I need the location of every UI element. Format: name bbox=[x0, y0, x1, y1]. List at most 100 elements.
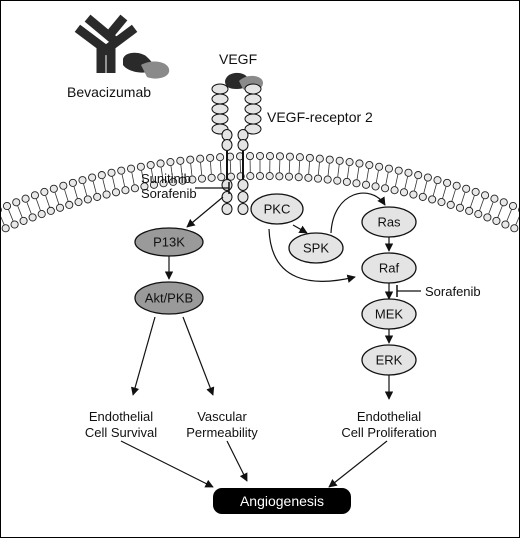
lipid-tail bbox=[347, 165, 350, 178]
lipid-head-inner bbox=[304, 173, 313, 182]
pkc-ellipse bbox=[250, 193, 304, 225]
lipid-head-inner bbox=[130, 184, 139, 193]
lipid-head-inner bbox=[465, 206, 474, 215]
lipid-tail bbox=[1, 216, 5, 225]
permeability-label-line1: Vascular bbox=[197, 409, 247, 424]
lipid-tail bbox=[200, 162, 203, 175]
lipid-head-outer bbox=[345, 158, 354, 167]
sunitinib-label: Sunitinib bbox=[141, 171, 191, 186]
ras-label: Ras bbox=[377, 215, 401, 230]
vegf-label: VEGF bbox=[219, 51, 257, 67]
ras-ellipse bbox=[361, 206, 417, 238]
lipid-tail bbox=[432, 183, 437, 196]
pathway-arrows bbox=[120, 192, 394, 488]
lipid-head-outer bbox=[452, 181, 461, 190]
lipid-head-inner bbox=[111, 188, 121, 197]
lipid-tail bbox=[180, 164, 183, 177]
lipid-head-outer bbox=[186, 155, 195, 164]
lipid-tail bbox=[35, 198, 41, 211]
angiogenesis-box: Angiogenesis bbox=[213, 488, 351, 514]
lipid-tail bbox=[506, 209, 512, 221]
bevacizumab-antibody-icon bbox=[74, 14, 138, 73]
node-akt-pkb: Akt/PKB bbox=[134, 281, 204, 315]
lipid-head-outer bbox=[404, 168, 413, 177]
lipid-tail bbox=[141, 170, 145, 183]
lipid-head-outer bbox=[40, 187, 49, 196]
lipid-head-outer bbox=[206, 153, 215, 162]
pkc-label: PKC bbox=[264, 202, 291, 217]
lipid-head-inner bbox=[265, 172, 274, 181]
lipid-head-inner bbox=[246, 172, 255, 181]
arrow-survival-to-angiogenesis bbox=[120, 440, 214, 488]
raf-ellipse bbox=[361, 252, 417, 284]
angiogenesis-label: Angiogenesis bbox=[240, 493, 324, 509]
lipid-head-inner bbox=[169, 177, 178, 186]
lipid-head-inner bbox=[352, 179, 361, 188]
receptor-inhibition-marker bbox=[195, 182, 230, 194]
lipid-tail bbox=[229, 160, 232, 173]
lipid-tail bbox=[190, 163, 193, 176]
lipid-tail bbox=[121, 174, 125, 187]
node-pkc: PKC bbox=[250, 193, 304, 225]
lipid-head-inner bbox=[371, 182, 380, 191]
lipid-head-outer bbox=[355, 159, 364, 168]
lipid-head-inner bbox=[65, 200, 74, 209]
lipid-head-outer bbox=[49, 184, 58, 193]
lipid-head-outer bbox=[245, 152, 255, 161]
arrow-receptor-to-p13k bbox=[186, 196, 224, 228]
lipid-head-outer bbox=[117, 166, 126, 175]
vegf-receptor-2-icon bbox=[211, 83, 262, 215]
node-erk: ERK bbox=[361, 344, 417, 376]
lipid-head-outer bbox=[384, 164, 394, 173]
lipid-head-inner bbox=[313, 174, 323, 183]
lipid-head-outer bbox=[78, 176, 87, 185]
lipid-head-inner bbox=[102, 190, 111, 199]
lipid-tail bbox=[112, 176, 116, 189]
lipid-tail bbox=[460, 192, 466, 205]
lipid-head-outer bbox=[315, 154, 324, 163]
receptor-kinase-left bbox=[221, 139, 233, 151]
sorafenib-raf-label: Sorafenib bbox=[425, 284, 481, 299]
receptor-domain-right bbox=[244, 83, 262, 95]
lipid-head-outer bbox=[414, 171, 423, 180]
proliferation-label-line2: Cell Proliferation bbox=[341, 425, 436, 440]
lipid-head-inner bbox=[333, 176, 342, 185]
lipid-head-inner bbox=[501, 220, 510, 229]
receptor-domain-right bbox=[244, 123, 262, 135]
lipid-head-outer bbox=[216, 153, 225, 162]
lipid-head-inner bbox=[55, 203, 65, 212]
lipid-head-outer bbox=[433, 176, 442, 185]
lipid-head-outer bbox=[394, 166, 403, 175]
lipid-tail bbox=[375, 170, 379, 183]
lipid-head-inner bbox=[178, 176, 187, 185]
sorafenib-receptor-label: Sorafenib bbox=[141, 186, 197, 201]
lipid-tail bbox=[170, 165, 173, 178]
receptor-kinase-left bbox=[221, 191, 233, 203]
lipid-head-inner bbox=[83, 195, 92, 204]
lipid-head-inner bbox=[390, 186, 399, 195]
receptor-kinase-right bbox=[237, 179, 249, 191]
lipid-head-inner bbox=[323, 175, 332, 184]
lipid-tail bbox=[17, 205, 23, 218]
lipid-tail bbox=[404, 176, 408, 189]
lipid-head-inner bbox=[418, 192, 427, 201]
vegf-receptor-label: VEGF-receptor 2 bbox=[267, 109, 373, 125]
lipid-tail bbox=[451, 189, 456, 202]
lipid-head-outer bbox=[265, 152, 275, 161]
lipid-tail bbox=[337, 164, 340, 177]
receptor-domain-left bbox=[211, 113, 229, 125]
lipid-head-outer bbox=[146, 160, 155, 170]
lipid-head-outer bbox=[176, 156, 185, 165]
lipid-tail bbox=[54, 192, 60, 205]
lipid-tail bbox=[64, 189, 69, 202]
lipid-head-inner bbox=[255, 171, 265, 181]
lipid-tail bbox=[488, 202, 494, 214]
proliferation-label-line1: Endothelial bbox=[357, 409, 421, 424]
lipid-head-inner bbox=[381, 184, 390, 193]
receptor-kinase-right bbox=[237, 139, 249, 151]
receptor-kinase-left bbox=[221, 129, 233, 141]
lipid-head-inner bbox=[37, 210, 46, 219]
lipid-tail bbox=[385, 172, 389, 185]
